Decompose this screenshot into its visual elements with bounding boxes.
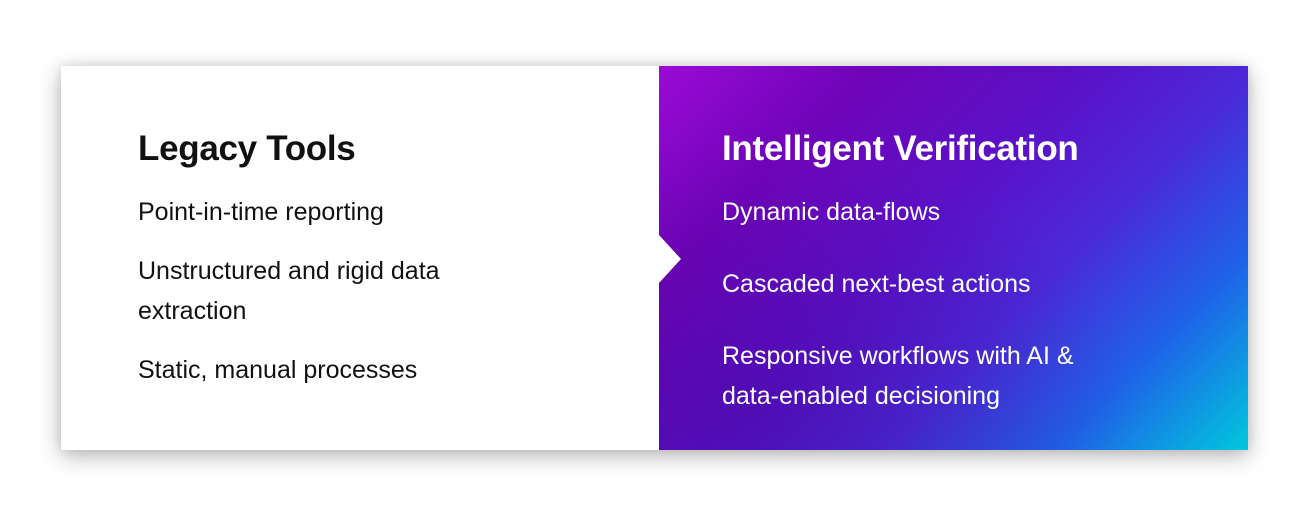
legacy-item: Static, manual processes	[138, 356, 418, 384]
intelligent-verification-title: Intelligent Verification	[722, 129, 1079, 168]
intelligent-verification-panel: Intelligent Verification Dynamic data-fl…	[659, 66, 1248, 450]
legacy-tools-content: Legacy Tools Point-in-time reporting Uns…	[138, 128, 578, 390]
arrow-notch-icon	[659, 235, 681, 283]
intelligent-verification-content: Intelligent Verification Dynamic data-fl…	[722, 128, 1192, 416]
intelligent-item: Dynamic data-flows	[722, 198, 941, 226]
legacy-tools-title: Legacy Tools	[138, 129, 356, 168]
intelligent-item: Responsive workflows with AI & data-enab…	[722, 342, 1074, 410]
legacy-item: Unstructured and rigid data extraction	[138, 257, 440, 325]
legacy-tools-panel: Legacy Tools Point-in-time reporting Uns…	[61, 66, 659, 450]
intelligent-item: Cascaded next-best actions	[722, 270, 1031, 298]
legacy-item: Point-in-time reporting	[138, 198, 384, 226]
comparison-card: Legacy Tools Point-in-time reporting Uns…	[61, 66, 1248, 450]
